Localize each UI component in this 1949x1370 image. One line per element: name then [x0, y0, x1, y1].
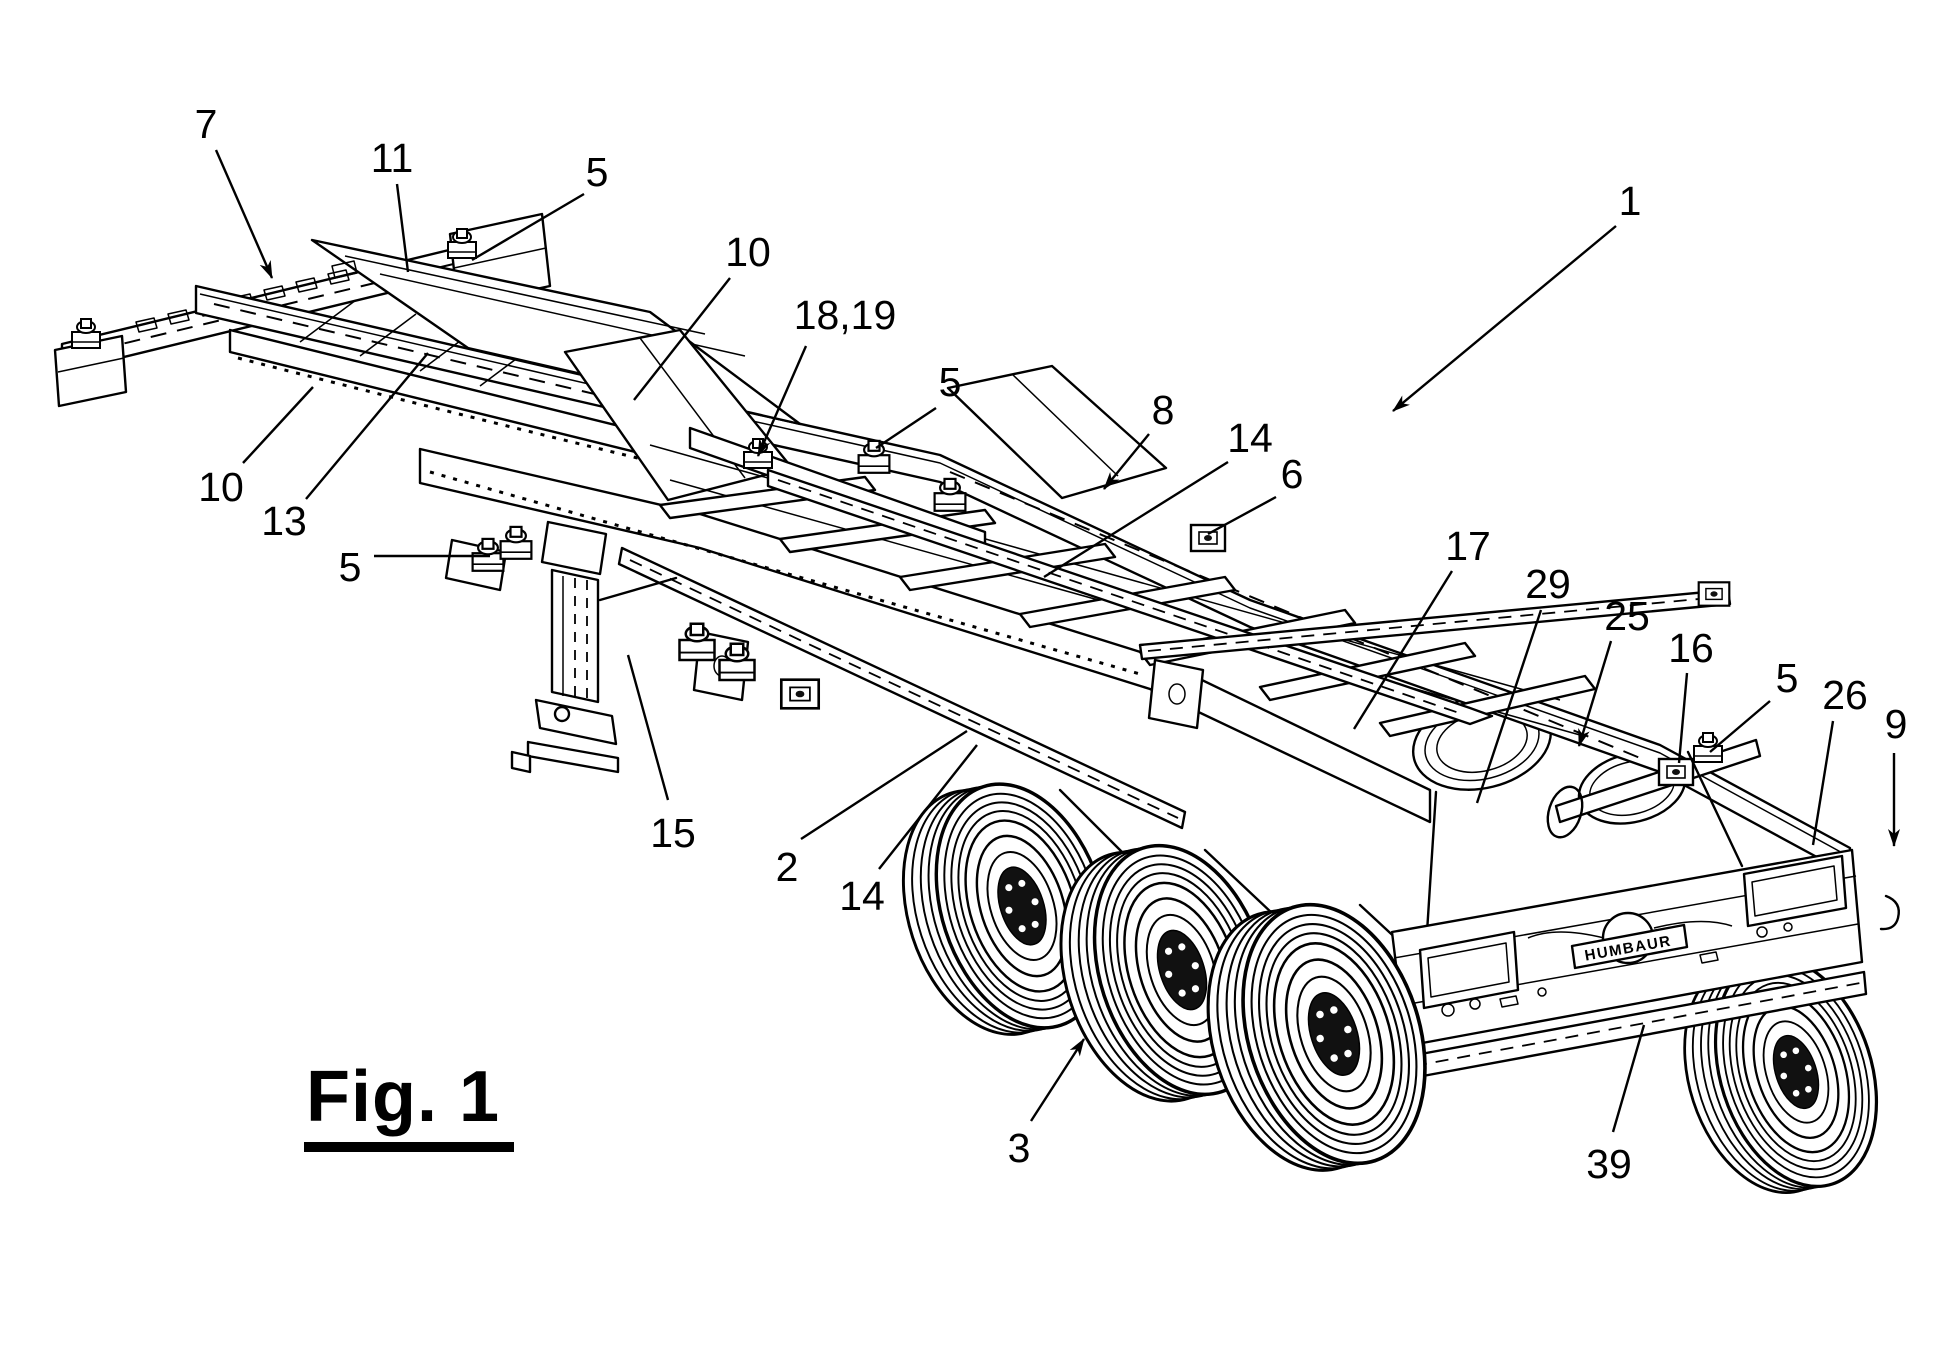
leader-line	[1207, 495, 1277, 536]
rear-lashing-hook	[1879, 894, 1900, 931]
ref-label-39: 39	[1586, 1024, 1646, 1187]
ref-number: 29	[1525, 561, 1571, 607]
ref-label-11: 11	[371, 135, 414, 273]
leader-line	[1611, 1024, 1646, 1133]
ref-number: 9	[1885, 701, 1908, 747]
ramp-plate	[946, 364, 1168, 500]
leader-line	[1029, 1038, 1086, 1122]
ref-label-16: 16	[1668, 625, 1714, 764]
leader-line	[1811, 720, 1835, 846]
ref-label-10: 10	[198, 386, 314, 510]
ref-number: 17	[1445, 523, 1491, 569]
leader-line	[1352, 570, 1454, 730]
ref-label-14: 14	[1043, 415, 1273, 579]
ref-label-5: 5	[1709, 655, 1799, 753]
leader-line	[1709, 700, 1771, 753]
leader-line	[1392, 225, 1617, 412]
ref-label-17: 17	[1352, 523, 1491, 730]
ref-number: 8	[1152, 387, 1175, 433]
ref-number: 16	[1668, 625, 1714, 671]
ref-label-15: 15	[626, 654, 696, 856]
leader-line	[1577, 640, 1613, 747]
ref-number: 3	[1008, 1125, 1031, 1171]
leader-line	[242, 386, 314, 464]
ref-number: 39	[1586, 1141, 1632, 1187]
ref-label-7: 7	[195, 101, 274, 279]
tail-panel-left	[1418, 930, 1520, 1010]
ref-label-8: 8	[1103, 387, 1175, 490]
ref-number: 10	[725, 229, 771, 275]
leader-line	[1103, 433, 1150, 490]
ref-number: 5	[339, 544, 362, 590]
leader-line	[878, 744, 978, 870]
leader-line	[214, 149, 274, 279]
ref-label-29: 29	[1475, 561, 1571, 804]
ref-label-5: 5	[471, 149, 609, 262]
leader-line	[1043, 460, 1229, 579]
leader-line	[800, 729, 968, 841]
leader-line	[626, 654, 670, 801]
ref-label-14: 14	[839, 744, 978, 919]
ref-label-18-19: 18,19	[756, 292, 897, 457]
ref-number: 26	[1822, 672, 1868, 718]
leader-line	[633, 277, 731, 401]
ref-number: 15	[650, 810, 696, 856]
ref-number: 5	[1776, 655, 1799, 701]
ref-number: 6	[1281, 451, 1304, 497]
ref-label-10: 10	[633, 229, 771, 401]
ref-label-1: 1	[1392, 178, 1642, 412]
ref-number: 10	[198, 464, 244, 510]
leader-line	[756, 345, 808, 457]
ref-number: 18,19	[794, 292, 897, 338]
ref-number: 5	[939, 359, 962, 405]
ref-number: 1	[1619, 178, 1642, 224]
ref-number: 7	[195, 101, 218, 147]
leader-line	[875, 407, 937, 449]
ref-number: 14	[1227, 415, 1273, 461]
tail-panel-right	[1742, 854, 1848, 928]
ref-label-5: 5	[875, 359, 962, 449]
ref-label-5: 5	[339, 544, 490, 590]
ref-label-25: 25	[1577, 593, 1650, 747]
ref-number: 25	[1604, 593, 1650, 639]
chassis-frame	[53, 212, 1852, 1059]
leader-line	[395, 183, 410, 273]
wheel-group	[872, 756, 1459, 1200]
ref-number: 11	[371, 135, 414, 181]
ref-number: 13	[261, 498, 307, 544]
ref-number: 5	[586, 149, 609, 195]
ref-label-13: 13	[261, 352, 429, 544]
extension-beam	[766, 468, 1494, 726]
ref-label-6: 6	[1207, 451, 1304, 536]
leader-line	[305, 352, 429, 500]
leader-line	[1475, 609, 1543, 804]
rear-light-module: HUMBAUR	[1390, 750, 1900, 1080]
ref-label-3: 3	[1008, 1038, 1086, 1171]
ref-label-2: 2	[776, 729, 968, 890]
extension-beam	[617, 546, 1187, 830]
ref-label-26: 26	[1811, 672, 1868, 846]
ref-label-9: 9	[1885, 701, 1908, 847]
main-rail-near	[418, 447, 1432, 824]
ref-number: 2	[776, 844, 799, 890]
figure-caption: Fig. 1	[304, 1056, 515, 1152]
leader-line	[471, 192, 585, 262]
ref-number: 14	[839, 873, 885, 919]
leader-line	[1677, 672, 1689, 764]
